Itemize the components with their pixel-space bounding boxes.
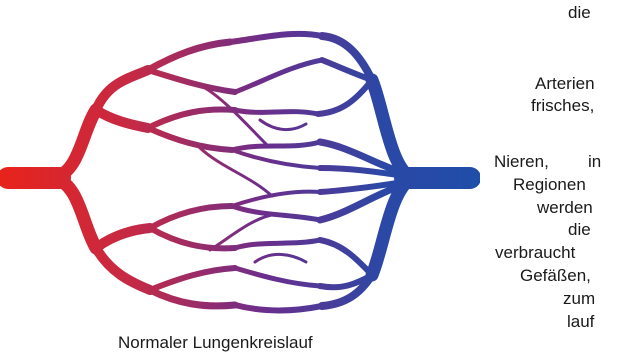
side-text-word: Arterien: [535, 74, 595, 94]
side-text-word: Gefäßen,: [520, 266, 591, 286]
vessel: [150, 228, 235, 248]
vessel: [150, 290, 235, 306]
side-text-word: zum: [563, 289, 595, 309]
side-text-word: verbraucht: [495, 243, 575, 263]
side-text-word: frisches,: [531, 96, 594, 116]
side-text-word: werden: [537, 198, 593, 218]
vessel: [96, 70, 148, 110]
capillary: [232, 142, 320, 150]
vessel: [96, 228, 150, 248]
figure-caption: Normaler Lungenkreislauf: [118, 333, 313, 353]
vessel: [148, 110, 235, 128]
side-text-word: die: [568, 3, 591, 23]
vessel: [148, 42, 230, 70]
capillary: [260, 120, 306, 130]
vessel: [96, 110, 148, 128]
vessel: [150, 268, 235, 290]
vessel: [96, 248, 150, 290]
capillary: [232, 192, 320, 206]
capillary: [200, 148, 272, 196]
vessel-paths: [8, 34, 470, 311]
vessel: [322, 275, 372, 306]
side-text-column: die Arterien frisches, Nieren, in Region…: [490, 0, 611, 358]
capillary: [235, 110, 318, 114]
side-text-word: Regionen: [513, 175, 586, 195]
vessel-network-diagram: [0, 0, 480, 320]
capillary: [235, 240, 320, 248]
artery-branch-upper: [55, 110, 96, 178]
vessel: [320, 240, 372, 275]
capillary: [255, 254, 306, 262]
capillary: [235, 60, 322, 92]
vessel: [150, 206, 232, 228]
capillary: [232, 150, 320, 168]
capillary: [205, 88, 268, 146]
side-text-word: in: [588, 152, 601, 172]
vessel: [148, 128, 232, 150]
lung-circulation-figure: Normaler Lungenkreislauf: [0, 0, 480, 358]
artery-branch-lower: [55, 178, 96, 248]
capillary: [235, 305, 322, 310]
side-text-word: die: [568, 220, 591, 240]
vessel: [318, 80, 372, 114]
side-text-word: Nieren,: [494, 152, 549, 172]
capillary: [235, 268, 320, 286]
side-text-word: lauf: [567, 312, 594, 332]
capillary: [230, 34, 322, 42]
vessel: [148, 70, 235, 92]
